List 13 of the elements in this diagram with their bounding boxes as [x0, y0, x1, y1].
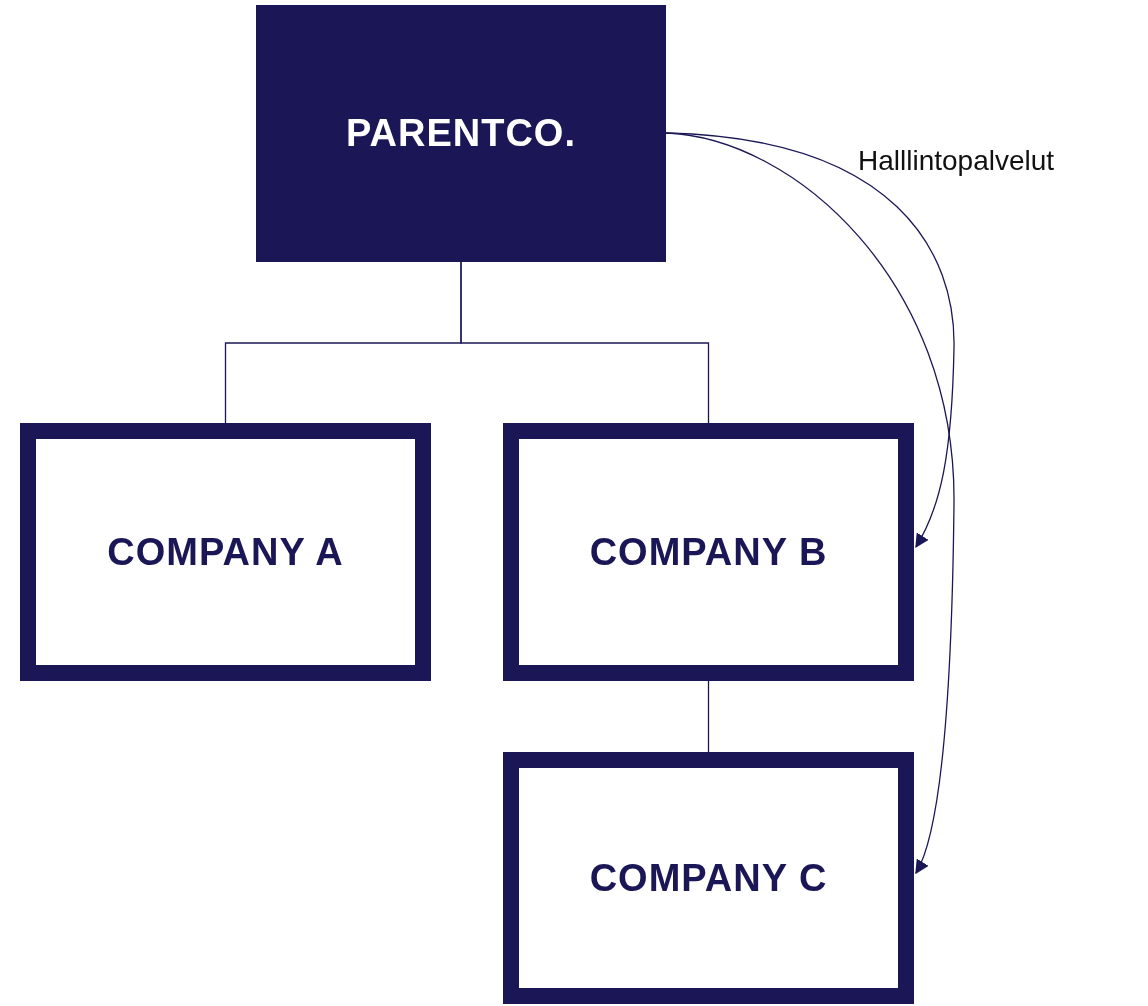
outlined-box: [503, 423, 914, 681]
filled-box: [256, 5, 666, 262]
outlined-box: [20, 423, 431, 681]
curved-arrow: [665, 132, 955, 549]
outlined-box: [503, 752, 914, 1004]
box-label: PARENTCO.: [346, 112, 576, 155]
connector-line: [460, 261, 710, 424]
curved-arrow: [665, 132, 955, 875]
box-label: COMPANY B: [589, 530, 828, 574]
connector-line: [707, 680, 710, 753]
box-label: COMPANY A: [107, 530, 344, 574]
annotation-label: Halllintopalvelut: [858, 145, 1055, 177]
box-label: COMPANY C: [589, 856, 828, 900]
